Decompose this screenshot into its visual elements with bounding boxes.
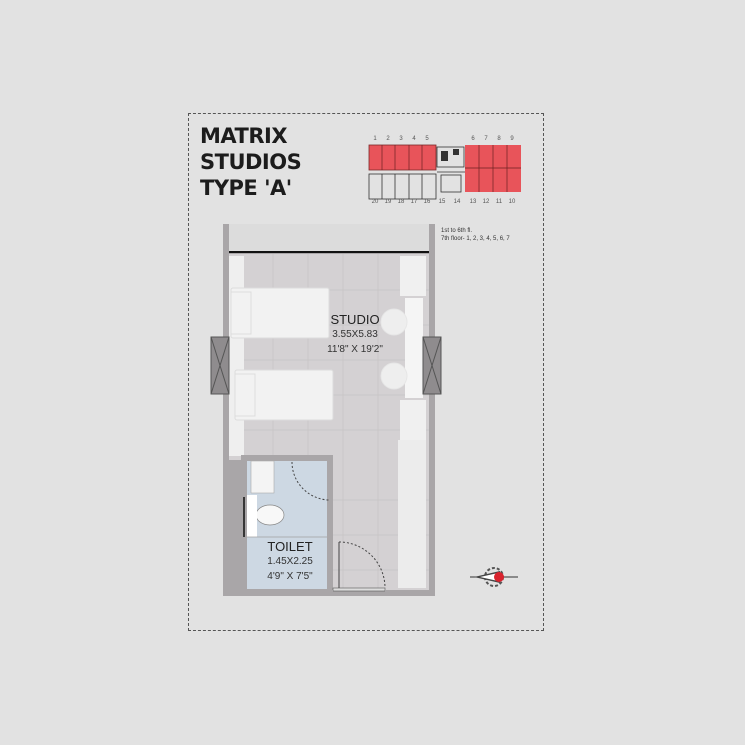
studio-floor [229,254,429,460]
north-arrow-compass-icon [470,567,518,587]
key-plan [367,135,524,207]
toilet-name: TOILET [267,539,313,554]
title-line-1: MATRIX [200,124,288,148]
toilet-label: TOILET 1.45X2.25 4'9" X 7'5" [250,539,330,584]
studio-label: STUDIO 3.55X5.83 11'8" X 19'2" [315,312,395,357]
key-plan-drawing [368,144,521,200]
studio-dim-metric: 3.55X5.83 [332,329,378,340]
floor-note: 1st to 6th fl. 7th floor- 1, 2, 3, 4, 5,… [441,228,510,242]
studio-dim-imperial: 11'8" X 19'2" [327,344,383,355]
title-line-2: STUDIOS [200,150,302,174]
plan-title: MATRIX STUDIOS TYPE 'A' [200,123,302,201]
bed-2 [234,369,334,421]
toilet-dim-metric: 1.45X2.25 [267,556,313,567]
toilet-dim-imperial: 4'9" X 7'5" [267,571,313,582]
title-line-3: TYPE 'A' [200,176,292,200]
sheet-border [188,113,544,631]
studio-name: STUDIO [330,312,380,327]
